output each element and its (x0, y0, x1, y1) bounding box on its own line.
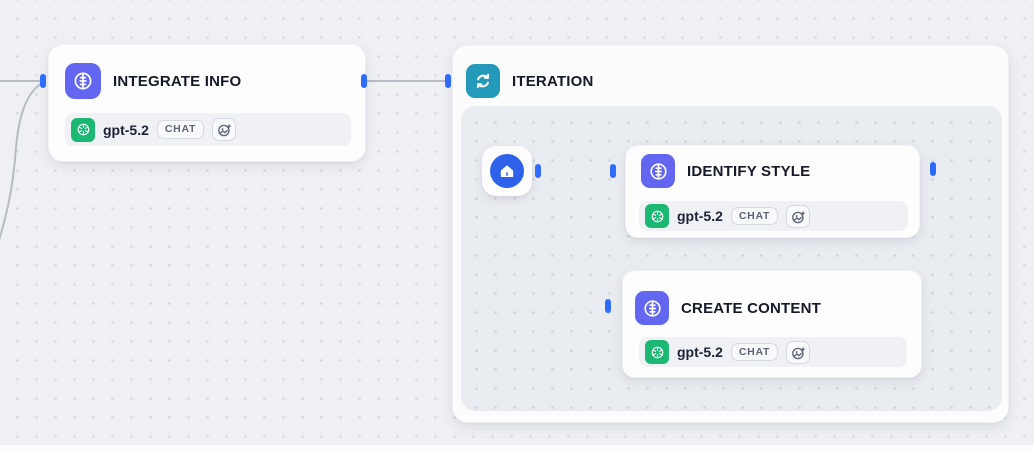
handle-integrate-info-left[interactable] (40, 74, 46, 88)
vision-sparkle-icon (212, 118, 237, 141)
handle-integrate-info-right[interactable] (361, 74, 367, 88)
model-selector[interactable]: gpt-5.2 CHAT (65, 113, 351, 146)
iteration-loop-icon (466, 64, 500, 98)
edge-branch-down-left (0, 81, 45, 241)
node-create-content[interactable]: CREATE CONTENT gpt-5.2 CHAT (622, 270, 922, 378)
mode-badge: CHAT (730, 206, 779, 226)
model-selector[interactable]: gpt-5.2 CHAT (639, 337, 907, 367)
handle-identify-style-right[interactable] (930, 162, 936, 176)
node-title: IDENTIFY STYLE (687, 162, 811, 180)
openai-icon (645, 204, 669, 228)
vision-sparkle-icon (786, 340, 811, 364)
llm-brain-icon (65, 63, 101, 99)
node-title: CREATE CONTENT (681, 299, 822, 317)
node-iteration-start[interactable] (482, 146, 532, 196)
llm-brain-icon (635, 291, 669, 325)
openai-icon (645, 340, 669, 364)
node-identify-style[interactable]: IDENTIFY STYLE gpt-5.2 CHAT (625, 145, 920, 238)
node-title: INTEGRATE INFO (113, 72, 242, 90)
home-icon (490, 154, 524, 188)
vision-sparkle-icon (786, 204, 811, 228)
model-name: gpt-5.2 (103, 121, 149, 138)
node-title: ITERATION (512, 72, 594, 90)
handle-iteration-left[interactable] (445, 74, 451, 88)
mode-badge: CHAT (730, 342, 779, 362)
canvas-bottom-edge (0, 445, 1034, 452)
model-name: gpt-5.2 (677, 208, 723, 224)
model-selector[interactable]: gpt-5.2 CHAT (639, 201, 908, 231)
handle-identify-style-left[interactable] (610, 164, 616, 178)
handle-start-right[interactable] (535, 164, 541, 178)
model-name: gpt-5.2 (677, 344, 723, 360)
node-integrate-info[interactable]: INTEGRATE INFO gpt-5.2 CHAT (48, 44, 366, 162)
openai-icon (71, 117, 95, 142)
llm-brain-icon (641, 154, 675, 188)
handle-create-content-left[interactable] (605, 299, 611, 313)
mode-badge: CHAT (156, 120, 205, 139)
